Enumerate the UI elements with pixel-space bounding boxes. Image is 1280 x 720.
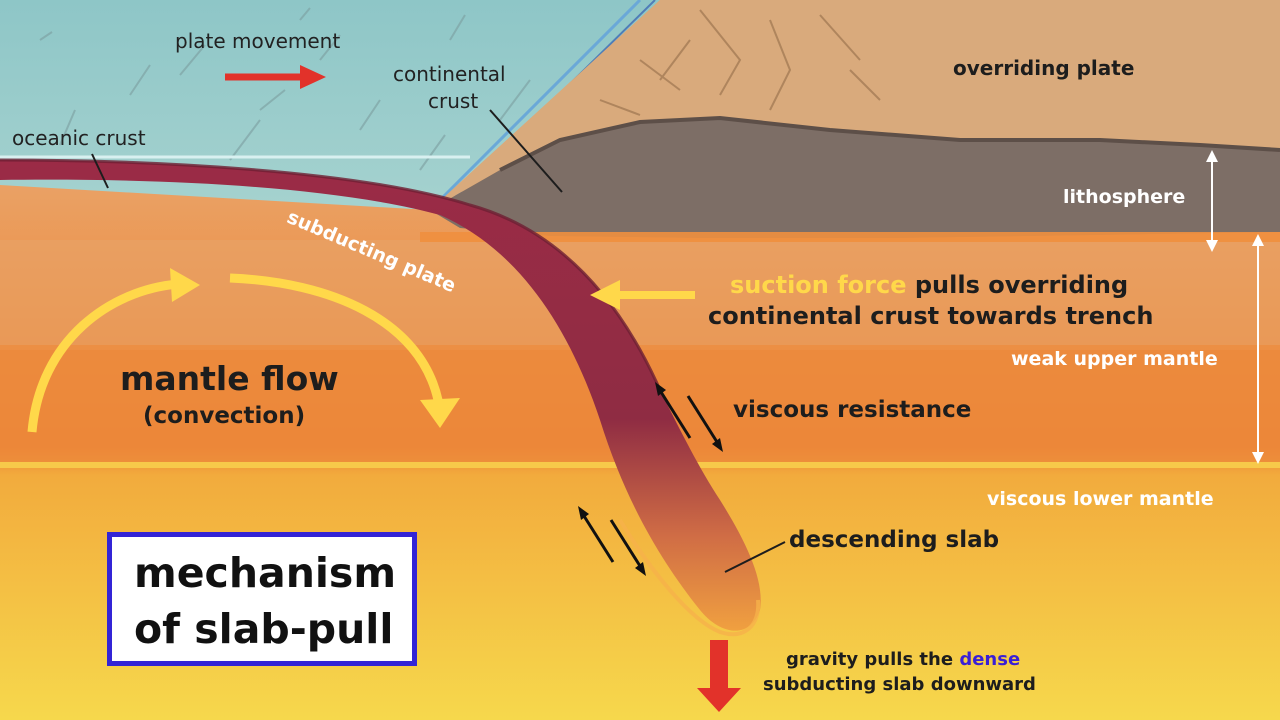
suction-force-highlight: suction force (730, 271, 907, 299)
lithosphere-thickness-arrow (1206, 150, 1218, 252)
continental-crust-leader (489, 109, 563, 193)
gravity-label-line2: subducting slab downward (763, 674, 1036, 695)
plate-movement-arrow (225, 65, 326, 89)
overriding-continent (430, 0, 1280, 210)
upper-mantle-thickness-arrow (1252, 234, 1264, 464)
descending-slab-label: descending slab (789, 527, 1000, 553)
suction-force-line1: suction force pulls overriding (730, 271, 1129, 300)
oceanic-crust-leader (91, 153, 109, 189)
title-box: mechanism of slab-pull (107, 532, 417, 666)
plate-movement-label: plate movement (175, 29, 341, 53)
lithosphere-layer (430, 118, 1280, 238)
viscous-resistance-arrows-upper (655, 382, 723, 452)
suction-force-line2: continental crust towards trench (708, 302, 1154, 330)
ocean-streaks (39, 7, 531, 171)
gravity-arrow (697, 640, 741, 712)
slab-tip-glow (618, 518, 761, 637)
continental-crust-label-line2: crust (428, 89, 479, 113)
subducting-slab (0, 160, 761, 631)
continental-margin-line (428, 0, 642, 212)
mantle-flow-label: mantle flow (120, 359, 339, 398)
descending-slab-leader (724, 541, 786, 573)
overriding-plate-label: overriding plate (953, 56, 1135, 80)
convection-label: (convection) (143, 403, 306, 429)
title-line1: mechanism (134, 549, 397, 597)
title-line2: of slab-pull (134, 605, 394, 653)
viscous-resistance-arrows-lower (578, 506, 646, 576)
viscous-resistance-label: viscous resistance (733, 397, 972, 423)
lithosphere-top-edge (499, 115, 1280, 172)
gravity-label-line1: gravity pulls the dense (786, 649, 1021, 671)
weak-upper-mantle-label: weak upper mantle (1011, 348, 1218, 370)
mountain-ridges (599, 9, 881, 116)
gravity-text-part1: gravity pulls the (786, 649, 954, 670)
mantle-flow-arrow-left (27, 268, 200, 433)
suction-force-arrow (590, 280, 695, 310)
mantle-flow-arrow-right (229, 273, 460, 428)
oceanic-crust-label: oceanic crust (12, 126, 146, 150)
gravity-dense-highlight: dense (959, 649, 1021, 670)
viscous-lower-mantle-label: viscous lower mantle (987, 488, 1214, 510)
continental-crust-label-line1: continental (393, 62, 506, 86)
suction-force-rest: pulls overriding (914, 271, 1129, 299)
lithosphere-base-glow (420, 232, 1280, 242)
lithosphere-label: lithosphere (1063, 186, 1186, 208)
